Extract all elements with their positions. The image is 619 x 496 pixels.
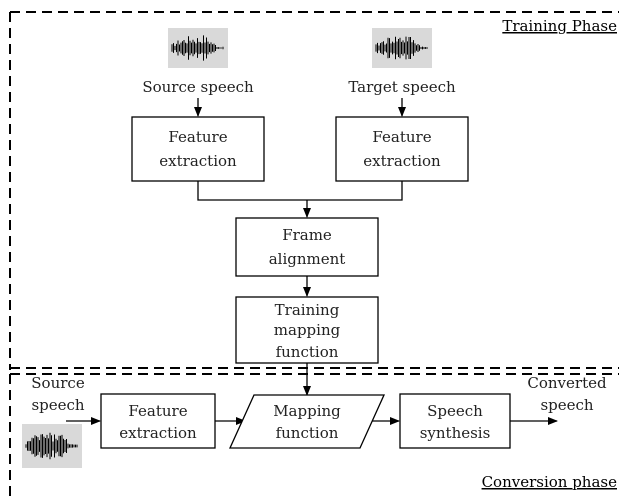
speech-waveform-icon [168,28,228,68]
feature-extraction-right-line2: extraction [363,152,441,170]
training-mapping-line2: mapping [274,321,341,339]
feature-extraction-left-line1: Feature [168,128,227,146]
frame-alignment-box: Frame alignment [235,217,379,277]
conversion-source-speech-line2: speech [31,396,84,414]
training-phase-label: Training Phase [502,17,617,35]
speech-waveform-icon [22,424,82,468]
speech-waveform-icon [372,28,432,68]
speech-synthesis-line1: Speech [427,402,483,420]
conversion-phase-label: Conversion phase [482,473,618,491]
conversion-feature-extraction-line2: extraction [119,424,197,442]
merge-connector [197,181,403,201]
converted-speech-line2: speech [540,396,593,414]
frame-alignment-line1: Frame [282,226,332,244]
mapping-function-parallelogram: Mapping function [228,394,386,449]
training-mapping-line1: Training [275,301,340,319]
converted-speech-line1: Converted [527,374,607,392]
feature-extraction-left-box: Feature extraction [131,116,265,182]
conversion-feature-extraction-box: Feature extraction [100,393,216,449]
conversion-phase-frame [9,373,619,496]
training-phase-frame [9,11,619,370]
feature-extraction-right-box: Feature extraction [335,116,469,182]
mapping-function-line2: function [276,424,339,442]
training-mapping-box: Training mapping function [235,296,379,364]
speech-synthesis-box: Speech synthesis [399,393,511,449]
training-mapping-line3: function [276,343,339,361]
frame-alignment-line2: alignment [269,250,346,268]
speech-synthesis-line2: synthesis [420,424,491,442]
conversion-source-speech-line1: Source [31,374,85,392]
feature-extraction-left-line2: extraction [159,152,237,170]
feature-extraction-right-line1: Feature [372,128,431,146]
training-source-speech-label: Source speech [142,78,254,96]
training-target-speech-label: Target speech [348,78,456,96]
mapping-function-line1: Mapping [273,402,341,420]
conversion-feature-extraction-line1: Feature [128,402,187,420]
